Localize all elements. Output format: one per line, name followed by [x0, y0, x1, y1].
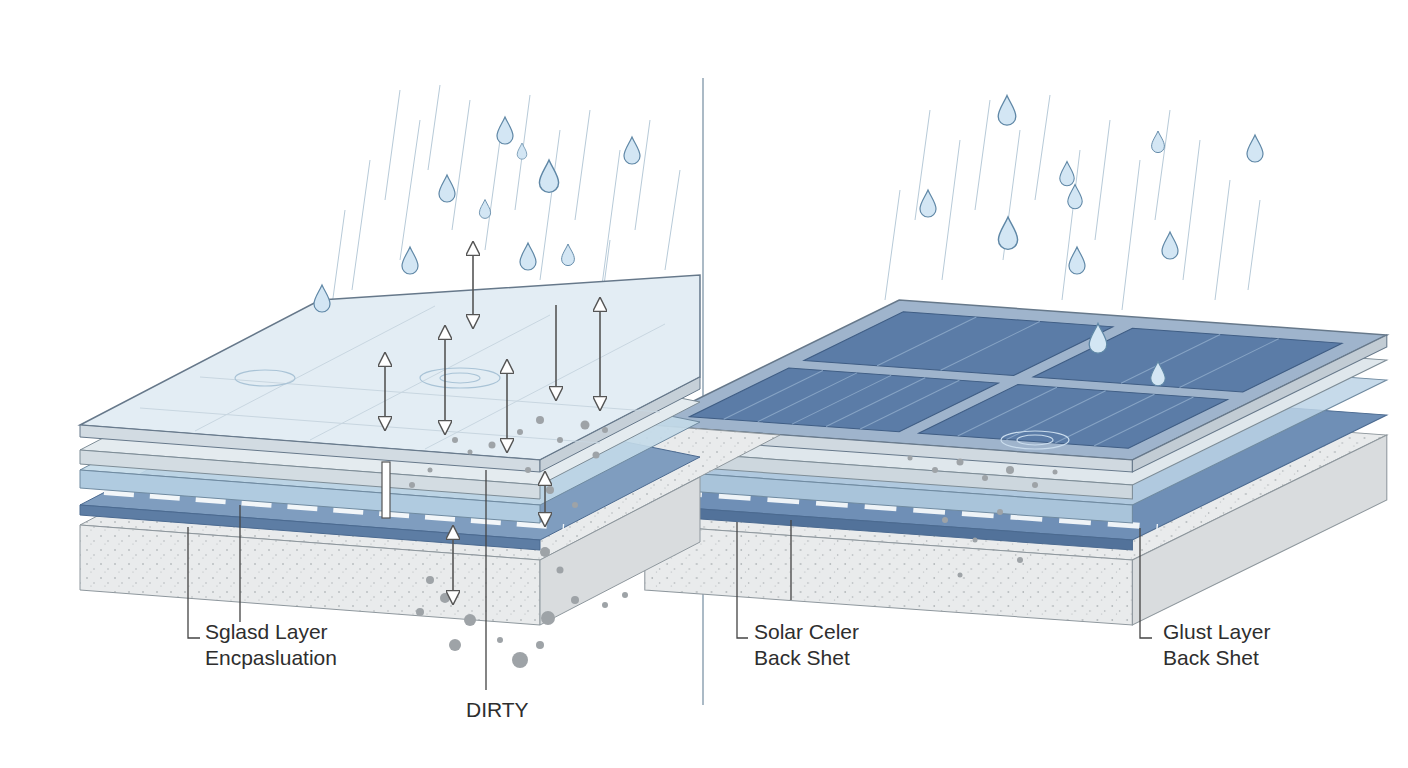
- part-label: Sglasd Layer Encpasluation: [205, 619, 365, 671]
- cell-block: [1033, 328, 1342, 392]
- dirt-particle: [982, 475, 988, 481]
- dirt-particle: [541, 611, 555, 625]
- moisture-arrows: [385, 244, 600, 602]
- glass-grid-lines: [140, 306, 665, 449]
- dirt-particle: [572, 502, 578, 508]
- dirt-particle: [602, 427, 608, 433]
- rain-drop: [1162, 232, 1178, 259]
- glass-front: [80, 425, 540, 472]
- down-arrow: [555, 305, 557, 398]
- dirt-particle: [593, 452, 600, 459]
- dirt-particle: [557, 567, 564, 574]
- seal-strip: [382, 462, 390, 518]
- rain-drop: [920, 190, 936, 217]
- part-label: DIRTY: [466, 697, 586, 723]
- dirt-particle: [932, 467, 938, 473]
- dirt-particle: [536, 416, 544, 424]
- dirt-particle: [581, 421, 590, 430]
- rain-drops: [314, 96, 1263, 386]
- water-ripple: [440, 373, 480, 383]
- dirt-particle: [557, 437, 563, 443]
- dirt-particle: [525, 467, 531, 473]
- double-arrow: [599, 300, 601, 408]
- rain-drop: [314, 285, 330, 312]
- rain-drop: [1152, 131, 1165, 153]
- dirt-particle: [1006, 466, 1014, 474]
- rain-drop: [1089, 324, 1107, 354]
- double-arrow: [544, 474, 546, 524]
- part-label: Glust Layer Back Shet: [1163, 619, 1298, 671]
- rain-drop: [1060, 162, 1074, 186]
- water-ripple: [420, 368, 500, 388]
- dirt-particle: [517, 429, 523, 435]
- water-ripple: [235, 370, 295, 386]
- leader-lines: [188, 470, 1152, 690]
- dirt-particle: [512, 652, 528, 668]
- part-label: Solar Celer Back Shet: [754, 619, 889, 671]
- rain-drop: [517, 143, 527, 159]
- dirt-particle: [957, 459, 964, 466]
- dirt-particle: [1032, 482, 1038, 488]
- rain-drop: [439, 175, 455, 202]
- divider-line: [702, 78, 704, 705]
- dirt-particle: [908, 456, 913, 461]
- dirt-particle: [440, 593, 450, 603]
- dirt-particle: [409, 482, 415, 488]
- double-arrow: [444, 328, 446, 432]
- dirt-particle: [540, 547, 550, 557]
- dirt-particle: [571, 596, 579, 604]
- right-panel-stack: [645, 300, 1387, 625]
- rain-drop: [539, 160, 558, 192]
- dirt-particle: [997, 509, 1003, 515]
- rain-drop: [562, 244, 575, 266]
- water-ripple: [1017, 435, 1053, 445]
- rain-drop: [1068, 185, 1082, 209]
- double-arrow: [506, 362, 508, 450]
- double-arrow: [384, 355, 386, 428]
- dirt-particle: [452, 437, 458, 443]
- dirt-particle: [428, 468, 433, 473]
- glass-side: [540, 377, 700, 472]
- rain-drop: [624, 137, 640, 164]
- dirt-particle: [497, 637, 503, 643]
- dirt-particle: [536, 641, 544, 649]
- dirt-particle: [426, 576, 434, 584]
- dirt-particle: [602, 602, 608, 608]
- dirt-particle: [973, 538, 978, 543]
- dirt-particle: [416, 608, 424, 616]
- rain-drop: [479, 200, 490, 219]
- cell-blocks: [690, 312, 1343, 449]
- dirt-particles: [409, 416, 1058, 668]
- dirt-particle: [468, 450, 473, 455]
- dirt-particle: [489, 442, 496, 449]
- rain-drop: [1247, 135, 1263, 162]
- double-arrow: [452, 528, 454, 602]
- cell-grid-lines: [724, 317, 1279, 446]
- dirt-particle: [1053, 470, 1058, 475]
- rain-drop: [497, 117, 513, 144]
- rain-drop: [998, 96, 1016, 126]
- cell-block: [919, 384, 1228, 448]
- rain-drop: [520, 243, 536, 270]
- dirt-particle: [942, 517, 948, 523]
- left-panel-stack: [80, 275, 780, 625]
- dirt-particle: [622, 592, 628, 598]
- double-arrow: [472, 244, 474, 326]
- rain-drop: [998, 217, 1017, 249]
- dirt-particle: [1017, 557, 1023, 563]
- dirt-particle: [449, 639, 461, 651]
- rain-drop: [1151, 362, 1165, 386]
- rain-drop: [1069, 247, 1085, 274]
- dirt-particle: [958, 573, 963, 578]
- rain-drop: [402, 247, 418, 274]
- dirt-particle: [546, 486, 554, 494]
- dirt-particle: [464, 614, 476, 626]
- water-ripple: [1001, 431, 1069, 449]
